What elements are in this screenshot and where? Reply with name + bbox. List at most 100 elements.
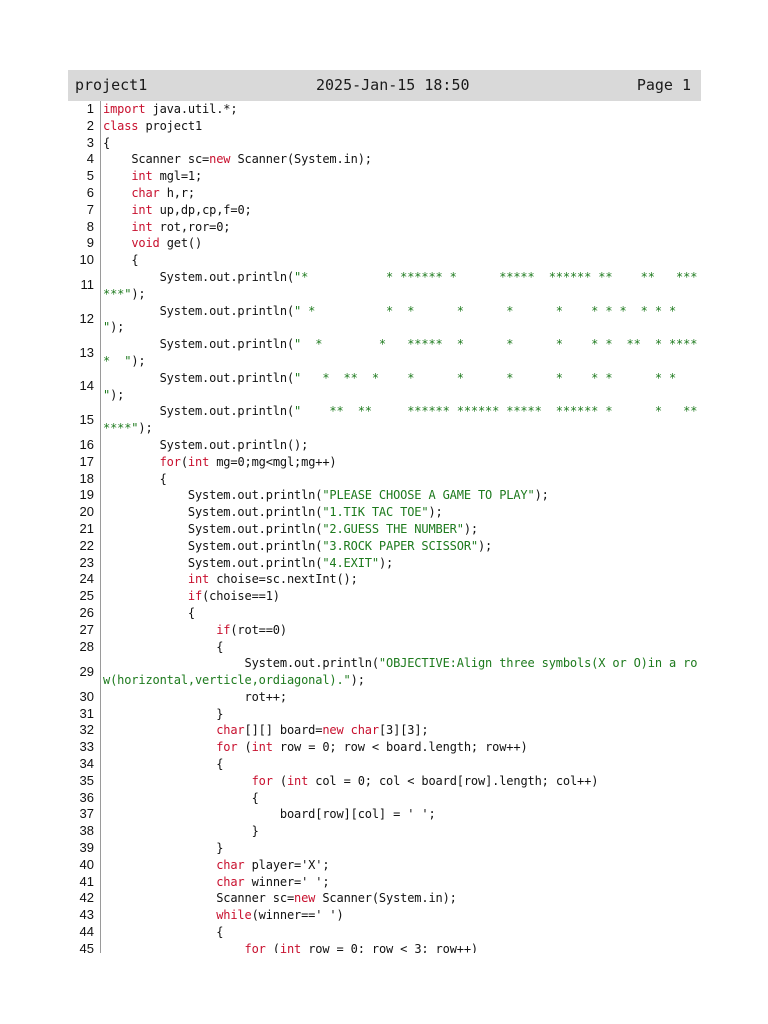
code-line: 42 Scanner sc=new Scanner(System.in); [68,890,701,908]
code-token: System.out.println( [103,370,295,385]
line-number: 21 [79,520,94,536]
code-token: { [103,639,224,654]
code-line: 26 { [68,604,701,622]
code-token: rot,ror=0; [152,219,231,234]
line-number: 30 [79,688,94,704]
string-token: " * * * * * * * * * * * * " [103,303,698,335]
code-text: if(rot==0) [103,622,701,639]
gutter-divider [100,168,101,185]
code-text: char[][] board=new char[3][3]; [103,722,701,739]
code-line: 43 while(winner==' ') [68,907,701,925]
code-token: System.out.println( [103,505,323,520]
code-text: { [103,471,701,488]
code-line: 37 board[row][col] = ' '; [68,806,701,824]
gutter-divider [100,403,101,437]
code-line: 25 if(choise==1) [68,588,701,605]
line-number: 7 [86,201,94,217]
keyword-token: for [216,740,238,755]
gutter-divider [100,890,101,908]
code-text: Scanner sc=new Scanner(System.in); [103,890,701,907]
code-token: ); [378,555,394,570]
line-number: 43 [79,907,94,923]
gutter-divider [100,218,101,236]
keyword-token: int [251,740,273,755]
keyword-token: char [131,185,160,200]
line-number: 26 [79,604,94,620]
code-text: while(winner==' ') [103,907,701,924]
line-number: 41 [79,873,94,889]
line-number: 39 [79,840,94,856]
gutter-divider [100,520,101,538]
line-number: 32 [79,722,94,738]
code-line: 4 Scanner sc=new Scanner(System.in); [68,151,701,169]
line-number: 38 [79,823,94,839]
code-token: ); [428,505,443,520]
code-token: ); [463,521,478,536]
code-line: 24 int choise=sc.nextInt(); [68,571,701,589]
code-token: { [103,135,111,150]
code-token [103,723,216,737]
string-token: "3.ROCK PAPER SCISSOR" [322,538,478,553]
gutter-divider [100,789,101,807]
code-token: { [103,253,139,268]
gutter-divider [100,487,101,505]
gutter-divider [100,604,101,622]
line-number: 40 [79,856,94,872]
line-number: 34 [79,756,94,772]
line-number: 20 [79,504,94,520]
line-number: 33 [79,739,94,755]
code-token: (choise==1) [202,589,280,604]
code-token: { [103,471,167,486]
code-text: { [103,756,701,773]
gutter-divider [100,823,101,841]
code-token: Scanner sc= [103,152,210,167]
keyword-token: char [216,874,245,889]
line-number: 12 [79,310,94,326]
code-token: System.out.println( [103,656,380,671]
gutter-divider [100,588,101,605]
string-token: "1.TIK TAC TOE" [322,505,429,520]
code-line: 40 char player='X'; [68,856,701,874]
gutter-divider [100,940,101,953]
code-token: ( [265,941,280,953]
page-header: project1 2025-Jan-15 18:50 Page 1 [68,70,701,101]
string-token: " ** ** ****** ****** ***** ****** * * *… [103,404,698,436]
code-token: System.out.println( [103,404,295,419]
code-text: System.out.println(" * * * * * * * * * *… [103,303,701,337]
gutter-divider [100,621,101,639]
code-token: ); [110,320,125,335]
gutter-divider [100,806,101,824]
code-text: for(int mg=0;mg<mgl;mg++) [103,454,701,471]
code-token: ); [138,421,153,436]
code-token: System.out.println( [103,521,323,536]
gutter-divider [100,453,101,471]
gutter-divider [100,705,101,723]
code-token: col = 0; col < board[row].length; col++) [308,773,599,788]
code-token: System.out.println( [103,555,323,570]
code-token: { [103,790,259,805]
code-text: System.out.println(); [103,437,701,454]
code-text: System.out.println("OBJECTIVE:Align thre… [103,655,701,689]
code-line: 29 System.out.println("OBJECTIVE:Align t… [68,655,701,689]
code-line: 41 char winner=' '; [68,873,701,891]
keyword-token: if [187,589,203,604]
code-text: import java.util.*; [103,101,701,118]
code-token [103,740,216,754]
code-line: 14 System.out.println(" * ** * * * * * *… [68,369,701,404]
code-token: row = 0; row < board.length; row++) [272,740,528,755]
code-token [103,572,188,586]
code-line: 27 if(rot==0) [68,621,701,639]
keyword-token: int [187,572,210,587]
code-text: char winner=' '; [103,874,701,891]
code-line: 10 { [68,252,701,269]
line-number: 3 [86,134,94,150]
code-text: for (int row = 0; row < 3; row++) [103,941,701,953]
line-number: 18 [79,470,94,486]
code-token [103,942,245,953]
code-token: choise=sc.nextInt(); [209,572,358,587]
code-text: } [103,823,701,840]
line-number: 31 [79,705,94,721]
keyword-token: void [131,236,160,251]
code-text: System.out.println("1.TIK TAC TOE"); [103,504,701,521]
